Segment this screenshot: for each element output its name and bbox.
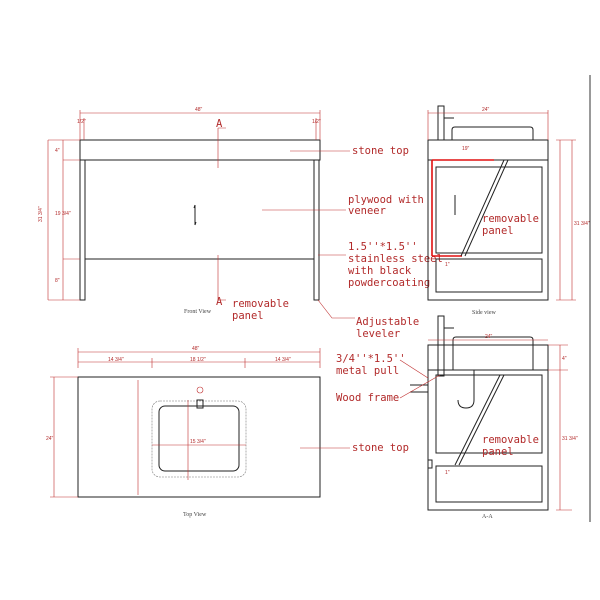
callouts: stone top plywood with veneer 1.5''*1.5'…	[232, 145, 443, 340]
top-segment-3: 14 3/4"	[275, 357, 291, 363]
label-plywood-1: plywood with	[348, 194, 424, 206]
side-total-dim: 31 3/4"	[574, 221, 590, 227]
label-leveler-1: Adjustable	[356, 316, 419, 328]
section-caption: A-A	[482, 514, 493, 520]
front-width-dim: 48"	[195, 107, 203, 113]
front-top-dim: 4"	[55, 148, 60, 154]
label-steel-3: with black	[348, 265, 412, 277]
front-mid-dim: 19 3/4"	[55, 211, 71, 217]
label-stone-top: stone top	[352, 145, 409, 157]
label-side-removable-2: panel	[482, 225, 514, 237]
top-segment-2: 18 1/2"	[190, 357, 206, 363]
section-mark-top: A	[216, 118, 223, 130]
top-width-dim: 48"	[192, 346, 200, 352]
side-width-dim: 24"	[482, 107, 490, 113]
top-depth-dim: 24"	[46, 436, 54, 442]
label-steel-4: powdercoating	[348, 277, 430, 289]
label-steel-1: 1.5''*1.5''	[348, 241, 418, 253]
top-segment-1: 14 3/4"	[108, 357, 124, 363]
label-side-removable-1: removable	[482, 213, 539, 225]
front-total-dim: 31 3/4"	[38, 206, 44, 222]
section-offset-dim: 1"	[445, 470, 450, 476]
section-view: 24" 4" 1" 31 3/4" 3/4''*1.5'' metal pull…	[336, 315, 578, 520]
label-wood-frame: Wood frame	[336, 392, 399, 404]
side-view: 24" 19" 1" 31 3/4" removable panel Side …	[427, 105, 590, 316]
front-view-caption: Front View	[184, 309, 212, 315]
label-front-removable-2: panel	[232, 310, 264, 322]
front-side-dim-right: 1/2"	[312, 119, 321, 125]
label-steel-2: stainless steel	[348, 253, 443, 265]
front-side-dim-left: 1/2"	[77, 119, 86, 125]
top-sink-dim: 15 3/4"	[190, 439, 206, 445]
side-offset-dim: 1"	[445, 262, 450, 268]
top-view: 48" 14 3/4" 18 1/2" 14 3/4" 24" 15 3/4" …	[46, 346, 409, 518]
section-mark-bottom: A	[216, 296, 223, 308]
label-leveler-2: leveler	[356, 328, 400, 340]
section-top-dim: 4"	[562, 356, 567, 362]
label-pull-2: metal pull	[336, 365, 399, 377]
front-view: 48" 1/2" 1/2" 4" 19 3/4" 8" 31 3/4" A A …	[38, 107, 321, 315]
label-front-removable-1: removable	[232, 298, 289, 310]
label-plywood-2: veneer	[348, 205, 386, 217]
front-bottom-dim: 8"	[55, 278, 60, 284]
top-view-caption: Top View	[183, 512, 207, 518]
label-section-removable-1: removable	[482, 434, 539, 446]
label-section-removable-2: panel	[482, 446, 514, 458]
section-width-dim: 24"	[485, 334, 493, 340]
side-view-caption: Side view	[472, 310, 496, 316]
section-total-dim: 31 3/4"	[562, 436, 578, 442]
label-pull-1: 3/4''*1.5''	[336, 353, 406, 365]
label-top-stone: stone top	[352, 442, 409, 454]
side-inner-dim: 19"	[462, 146, 470, 152]
